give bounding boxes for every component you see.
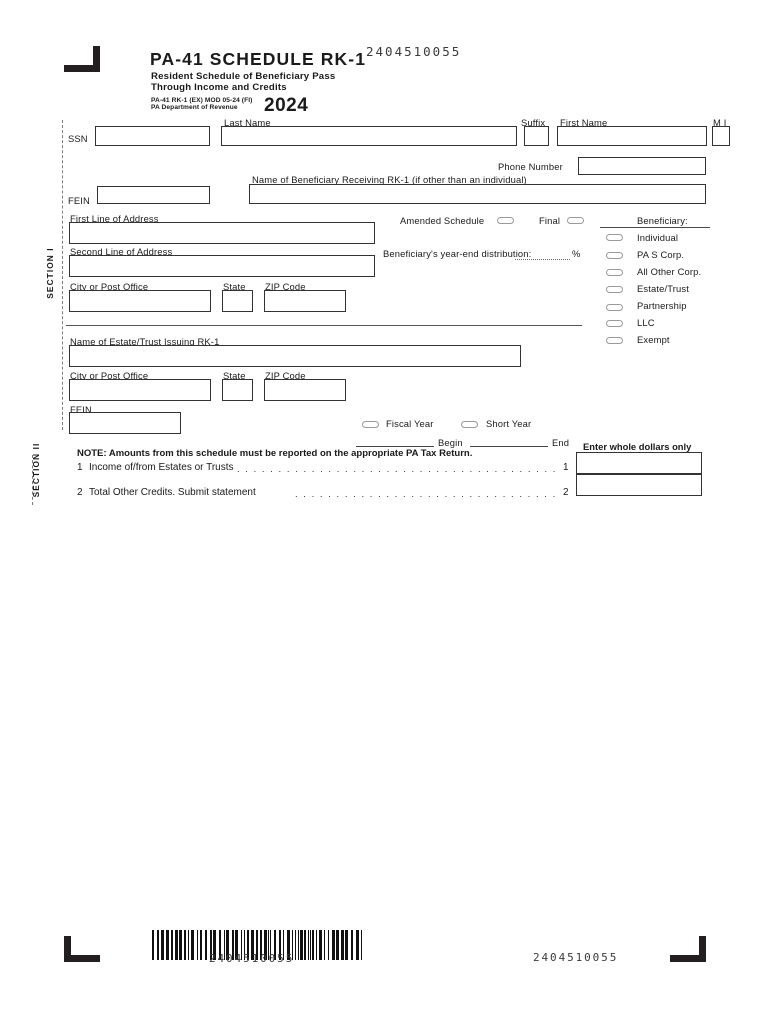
income-line-1-label: Income of/from Estates or Trusts bbox=[89, 462, 234, 473]
beneficiary-type-checkbox-individual[interactable] bbox=[606, 234, 623, 241]
final-label: Final bbox=[539, 215, 561, 226]
beneficiary-type-label-estate-trust: Estate/Trust bbox=[637, 283, 689, 294]
amount-column-header: Enter whole dollars only bbox=[583, 441, 692, 452]
address-line-2-label: Second Line of Address bbox=[70, 246, 173, 257]
beneficiary-type-label-partnership: Partnership bbox=[637, 300, 687, 311]
short-year-label: Short Year bbox=[486, 418, 532, 429]
final-checkbox[interactable] bbox=[567, 217, 584, 224]
section-2-label: SECTION II bbox=[31, 442, 41, 498]
tax-return-note: NOTE: Amounts from this schedule must be… bbox=[77, 448, 473, 459]
year-end-distribution-input[interactable] bbox=[515, 248, 570, 260]
beneficiary-type-underline bbox=[600, 227, 710, 228]
beneficiary-type-label-exempt: Exempt bbox=[637, 334, 670, 345]
amended-schedule-label: Amended Schedule bbox=[400, 215, 485, 226]
fiscal-begin-input[interactable] bbox=[356, 436, 434, 447]
form-subtitle-line-1: Resident Schedule of Beneficiary Pass bbox=[151, 71, 336, 82]
beneficiary-state-input[interactable] bbox=[222, 290, 253, 312]
suffix-label: Suffix bbox=[521, 117, 546, 128]
beneficiary-city-label: City or Post Office bbox=[70, 281, 149, 292]
short-year-checkbox[interactable] bbox=[461, 421, 478, 428]
beneficiary-type-checkbox-all-other-corp[interactable] bbox=[606, 269, 623, 276]
address-line-1-label: First Line of Address bbox=[70, 213, 159, 224]
end-label: End bbox=[552, 437, 570, 448]
first-name-input[interactable] bbox=[557, 126, 707, 146]
income-line-2-leader: . . . . . . . . . . . . . . . . . . . . … bbox=[295, 488, 557, 499]
income-line-1-number: 1 bbox=[77, 462, 83, 473]
entity-name-input[interactable] bbox=[249, 184, 706, 204]
last-name-label: Last Name bbox=[224, 117, 271, 128]
registration-mark-top-left bbox=[64, 46, 100, 72]
beneficiary-type-label-pa-s-corp: PA S Corp. bbox=[637, 249, 685, 260]
estate-fein-label: FEIN bbox=[70, 404, 92, 415]
section-2-frame bbox=[32, 455, 34, 505]
income-line-2-number: 2 bbox=[77, 487, 83, 498]
form-id-number-bottom: 2404510055 bbox=[533, 951, 619, 964]
form-title: PA-41 SCHEDULE RK-1 bbox=[150, 49, 367, 69]
beneficiary-city-input[interactable] bbox=[69, 290, 211, 312]
suffix-input[interactable] bbox=[524, 126, 549, 146]
beneficiary-fein-input[interactable] bbox=[97, 186, 210, 204]
estate-state-input[interactable] bbox=[222, 379, 253, 401]
beneficiary-type-heading: Beneficiary: bbox=[637, 215, 688, 226]
beneficiary-type-label-individual: Individual bbox=[637, 232, 679, 243]
section-1-label: SECTION I bbox=[45, 247, 55, 299]
income-line-1-row-number: 1 bbox=[563, 462, 569, 473]
estate-zip-label: ZIP Code bbox=[265, 370, 306, 381]
beneficiary-type-checkbox-exempt[interactable] bbox=[606, 337, 623, 344]
beneficiary-type-checkbox-partnership[interactable] bbox=[606, 304, 623, 311]
beneficiary-fein-label: FEIN bbox=[68, 195, 90, 206]
tax-year: 2024 bbox=[264, 95, 309, 116]
address-line-2-input[interactable] bbox=[69, 255, 375, 277]
beneficiary-type-label-llc: LLC bbox=[637, 317, 655, 328]
income-line-2-row-number: 2 bbox=[563, 487, 569, 498]
estate-fein-input[interactable] bbox=[69, 412, 181, 434]
registration-mark-bottom-right bbox=[670, 936, 706, 962]
income-line-1-amount-input[interactable] bbox=[576, 452, 702, 474]
section-divider bbox=[66, 325, 582, 327]
barcode-number: 2404510055 bbox=[209, 952, 295, 965]
beneficiary-type-checkbox-pa-s-corp[interactable] bbox=[606, 252, 623, 259]
middle-initial-input[interactable] bbox=[712, 126, 730, 146]
begin-label: Begin bbox=[438, 437, 463, 448]
beneficiary-type-label-all-other-corp: All Other Corp. bbox=[637, 266, 702, 277]
form-revision-code: PA-41 RK-1 (EX) MOD 05-24 (FI) bbox=[151, 97, 253, 104]
agency-name: PA Department of Revenue bbox=[151, 104, 238, 111]
estate-name-label: Name of Estate/Trust Issuing RK-1 bbox=[70, 336, 220, 347]
fiscal-year-label: Fiscal Year bbox=[386, 418, 434, 429]
estate-state-label: State bbox=[223, 370, 246, 381]
beneficiary-zip-input[interactable] bbox=[264, 290, 346, 312]
phone-input[interactable] bbox=[578, 157, 706, 175]
form-id-number-top: 2404510055 bbox=[366, 44, 462, 59]
beneficiary-type-checkbox-estate-trust[interactable] bbox=[606, 286, 623, 293]
ssn-input[interactable] bbox=[95, 126, 210, 146]
section-1-frame bbox=[62, 120, 64, 430]
year-end-distribution-label: Beneficiary's year-end distribution: bbox=[383, 248, 532, 259]
income-line-2-amount-input[interactable] bbox=[576, 474, 702, 496]
beneficiary-zip-label: ZIP Code bbox=[265, 281, 306, 292]
estate-city-label: City or Post Office bbox=[70, 370, 149, 381]
income-line-2-label: Total Other Credits. Submit statement bbox=[89, 487, 256, 498]
ssn-label: SSN bbox=[68, 133, 88, 144]
last-name-input[interactable] bbox=[221, 126, 517, 146]
beneficiary-type-checkbox-llc[interactable] bbox=[606, 320, 623, 327]
amended-schedule-checkbox[interactable] bbox=[497, 217, 514, 224]
estate-city-input[interactable] bbox=[69, 379, 211, 401]
fiscal-end-input[interactable] bbox=[470, 436, 548, 447]
address-line-1-input[interactable] bbox=[69, 222, 375, 244]
first-name-label: First Name bbox=[560, 117, 608, 128]
income-line-1-leader: . . . . . . . . . . . . . . . . . . . . … bbox=[237, 463, 557, 474]
estate-name-input[interactable] bbox=[69, 345, 521, 367]
estate-zip-input[interactable] bbox=[264, 379, 346, 401]
beneficiary-state-label: State bbox=[223, 281, 246, 292]
form-subtitle-line-2: Through Income and Credits bbox=[151, 82, 287, 93]
fiscal-year-checkbox[interactable] bbox=[362, 421, 379, 428]
middle-initial-label: M I bbox=[713, 117, 727, 128]
percent-symbol: % bbox=[572, 248, 581, 259]
registration-mark-bottom-left bbox=[64, 936, 100, 962]
entity-name-label: Name of Beneficiary Receiving RK-1 (if o… bbox=[252, 174, 527, 185]
barcode bbox=[152, 930, 367, 960]
phone-label: Phone Number bbox=[498, 161, 563, 172]
